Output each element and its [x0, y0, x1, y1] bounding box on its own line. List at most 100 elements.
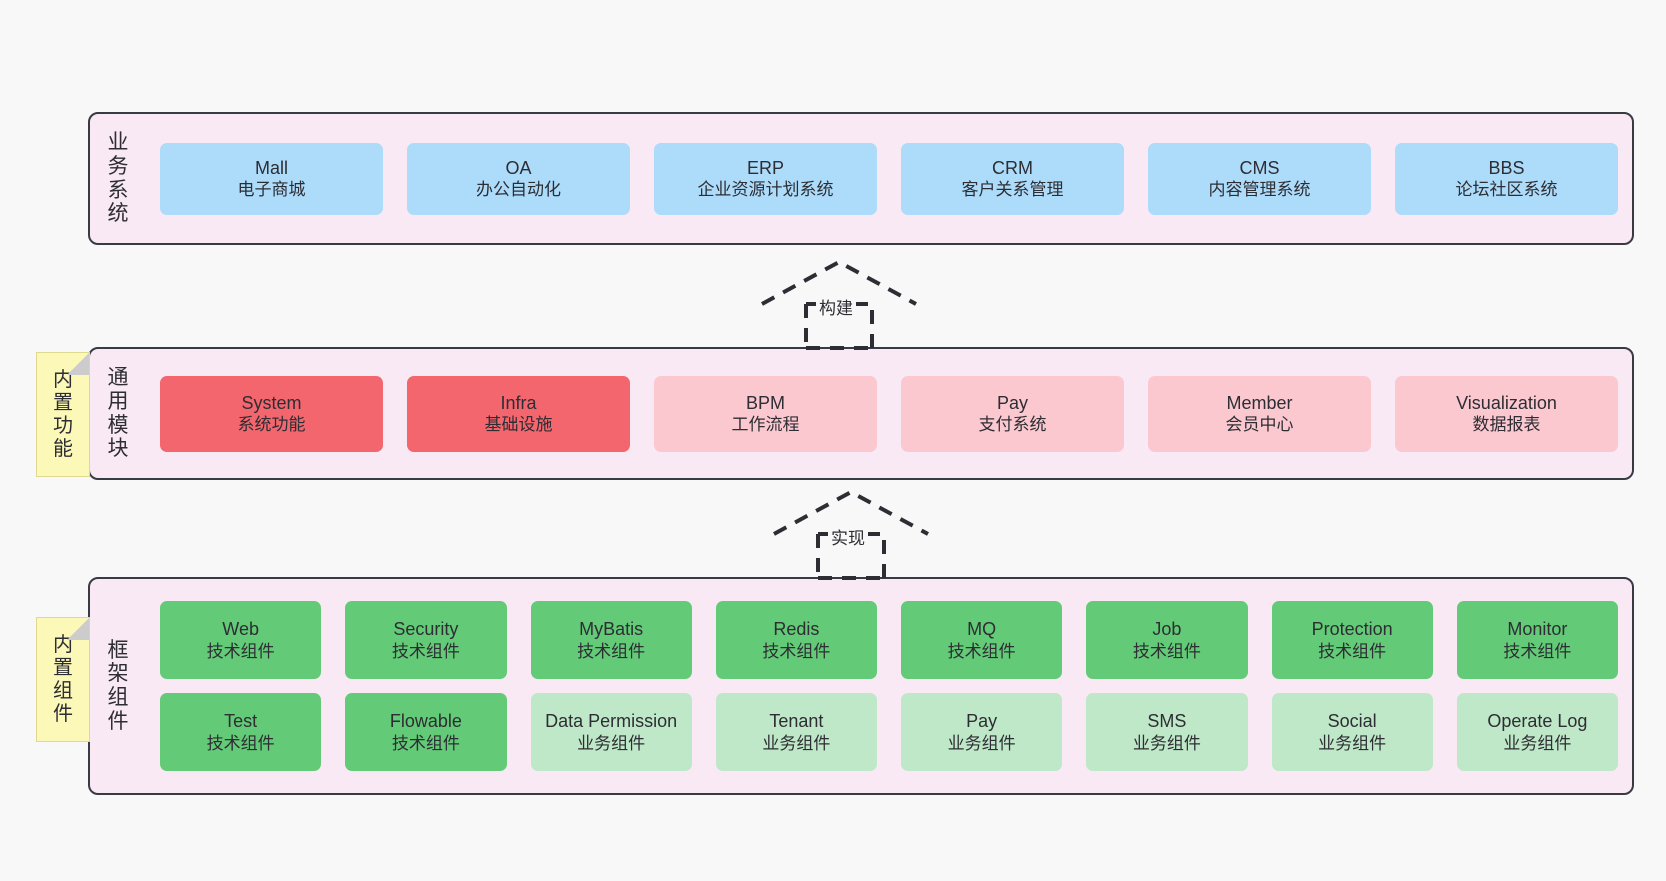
note-char: 能 [53, 437, 73, 460]
node-name: Pay [966, 711, 998, 732]
node-erp[interactable]: ERP 企业资源计划系统 [654, 142, 877, 215]
node-name: MyBatis [579, 619, 644, 640]
node-name: Operate Log [1487, 711, 1588, 732]
node-row: Mall 电子商城 OA 办公自动化 ERP 企业资源计划系统 CRM 客户关系… [160, 142, 1618, 215]
layer-title-char: 通 [107, 366, 129, 390]
layer-title-char: 务 [107, 154, 129, 178]
node-data-permission[interactable]: Data Permission 业务组件 [530, 693, 692, 771]
node-name: Social [1327, 711, 1377, 732]
node-desc: 技术组件 [762, 641, 831, 661]
node-operate-log[interactable]: Operate Log 业务组件 [1456, 693, 1618, 771]
note-char: 功 [53, 414, 73, 437]
node-desc: 业务组件 [1132, 733, 1201, 753]
node-desc: 电子商城 [237, 180, 306, 200]
node-bpm[interactable]: BPM 工作流程 [654, 375, 877, 452]
node-tenant[interactable]: Tenant 业务组件 [715, 693, 877, 771]
node-web[interactable]: Web 技术组件 [160, 601, 322, 679]
node-name: Test [224, 711, 258, 732]
note-builtin-components: 内 置 组 件 [36, 617, 90, 742]
node-job[interactable]: Job 技术组件 [1086, 601, 1248, 679]
node-desc: 技术组件 [1318, 641, 1387, 661]
node-social[interactable]: Social 业务组件 [1271, 693, 1433, 771]
connector-implement: 实现 [766, 488, 936, 580]
node-name: Redis [773, 619, 820, 640]
node-name: CRM [992, 157, 1033, 178]
node-pay-component[interactable]: Pay 业务组件 [901, 693, 1063, 771]
layer-body-framework-components: Web 技术组件 Security 技术组件 MyBatis 技术组件 Redi… [146, 579, 1632, 793]
node-name: Flowable [389, 711, 462, 732]
node-desc: 技术组件 [206, 733, 275, 753]
node-name: SMS [1147, 711, 1187, 732]
node-desc: 支付系统 [978, 415, 1047, 435]
node-name: ERP [746, 157, 784, 178]
node-desc: 业务组件 [1318, 733, 1387, 753]
node-desc: 技术组件 [1503, 641, 1572, 661]
node-desc: 技术组件 [1132, 641, 1201, 661]
node-redis[interactable]: Redis 技术组件 [715, 601, 877, 679]
connector-label-build: 构建 [816, 294, 856, 319]
connector-build: 构建 [754, 258, 924, 350]
node-name: System [241, 392, 302, 413]
node-desc: 技术组件 [947, 641, 1016, 661]
note-char: 置 [53, 391, 73, 414]
node-desc: 企业资源计划系统 [697, 180, 834, 200]
node-desc: 办公自动化 [476, 180, 561, 200]
node-name: BBS [1488, 157, 1525, 178]
node-visualization[interactable]: Visualization 数据报表 [1395, 375, 1618, 452]
node-test[interactable]: Test 技术组件 [160, 693, 322, 771]
node-desc: 客户关系管理 [961, 180, 1064, 200]
node-desc: 数据报表 [1472, 415, 1541, 435]
node-name: CMS [1239, 157, 1280, 178]
node-oa[interactable]: OA 办公自动化 [407, 142, 630, 215]
layer-framework-components: 框 架 组 件 Web 技术组件 Security 技术组件 MyBatis 技… [88, 577, 1634, 795]
generalization-arrowhead [761, 259, 917, 306]
node-name: BPM [745, 392, 785, 413]
node-protection[interactable]: Protection 技术组件 [1271, 601, 1433, 679]
node-desc: 业务组件 [1503, 733, 1572, 753]
node-name: Member [1226, 392, 1293, 413]
node-sms[interactable]: SMS 业务组件 [1086, 693, 1248, 771]
node-pay-module[interactable]: Pay 支付系统 [901, 375, 1124, 452]
node-name: Protection [1311, 619, 1393, 640]
node-mybatis[interactable]: MyBatis 技术组件 [530, 601, 692, 679]
note-char: 内 [53, 368, 73, 391]
node-name: Web [222, 619, 259, 640]
node-row: Web 技术组件 Security 技术组件 MyBatis 技术组件 Redi… [160, 601, 1618, 679]
layer-common-modules: 通 用 模 块 System 系统功能 Infra 基础设施 BPM 工作流程 [88, 347, 1634, 480]
node-name: Job [1152, 619, 1182, 640]
node-bbs[interactable]: BBS 论坛社区系统 [1395, 142, 1618, 215]
node-row: System 系统功能 Infra 基础设施 BPM 工作流程 Pay 支付系统… [160, 375, 1618, 452]
node-name: Infra [500, 392, 537, 413]
node-name: Tenant [769, 711, 824, 732]
layer-title-business-systems: 业 务 系 统 [90, 114, 146, 243]
generalization-stem [816, 532, 886, 580]
node-cms[interactable]: CMS 内容管理系统 [1148, 142, 1371, 215]
node-mall[interactable]: Mall 电子商城 [160, 142, 383, 215]
layer-title-char: 件 [107, 709, 129, 733]
note-char: 件 [53, 702, 73, 725]
node-desc: 内容管理系统 [1208, 180, 1311, 200]
node-system[interactable]: System 系统功能 [160, 375, 383, 452]
node-name: Security [393, 619, 459, 640]
layer-title-char: 系 [107, 178, 129, 202]
node-security[interactable]: Security 技术组件 [345, 601, 507, 679]
node-crm[interactable]: CRM 客户关系管理 [901, 142, 1124, 215]
node-desc: 技术组件 [391, 733, 460, 753]
node-name: Visualization [1456, 392, 1557, 413]
node-row: Test 技术组件 Flowable 技术组件 Data Permission … [160, 693, 1618, 771]
layer-title-char: 块 [107, 437, 129, 461]
node-desc: 业务组件 [947, 733, 1016, 753]
node-name: Monitor [1507, 619, 1568, 640]
layer-business-systems: 业 务 系 统 Mall 电子商城 OA 办公自动化 ERP 企业资源计划系统 [88, 112, 1634, 245]
node-infra[interactable]: Infra 基础设施 [407, 375, 630, 452]
layer-title-char: 统 [107, 202, 129, 226]
node-desc: 工作流程 [731, 415, 800, 435]
node-desc: 论坛社区系统 [1455, 180, 1558, 200]
node-name: Pay [996, 392, 1029, 413]
node-flowable[interactable]: Flowable 技术组件 [345, 693, 507, 771]
layer-title-char: 业 [107, 131, 129, 155]
node-monitor[interactable]: Monitor 技术组件 [1456, 601, 1618, 679]
node-mq[interactable]: MQ 技术组件 [901, 601, 1063, 679]
node-member[interactable]: Member 会员中心 [1148, 375, 1371, 452]
